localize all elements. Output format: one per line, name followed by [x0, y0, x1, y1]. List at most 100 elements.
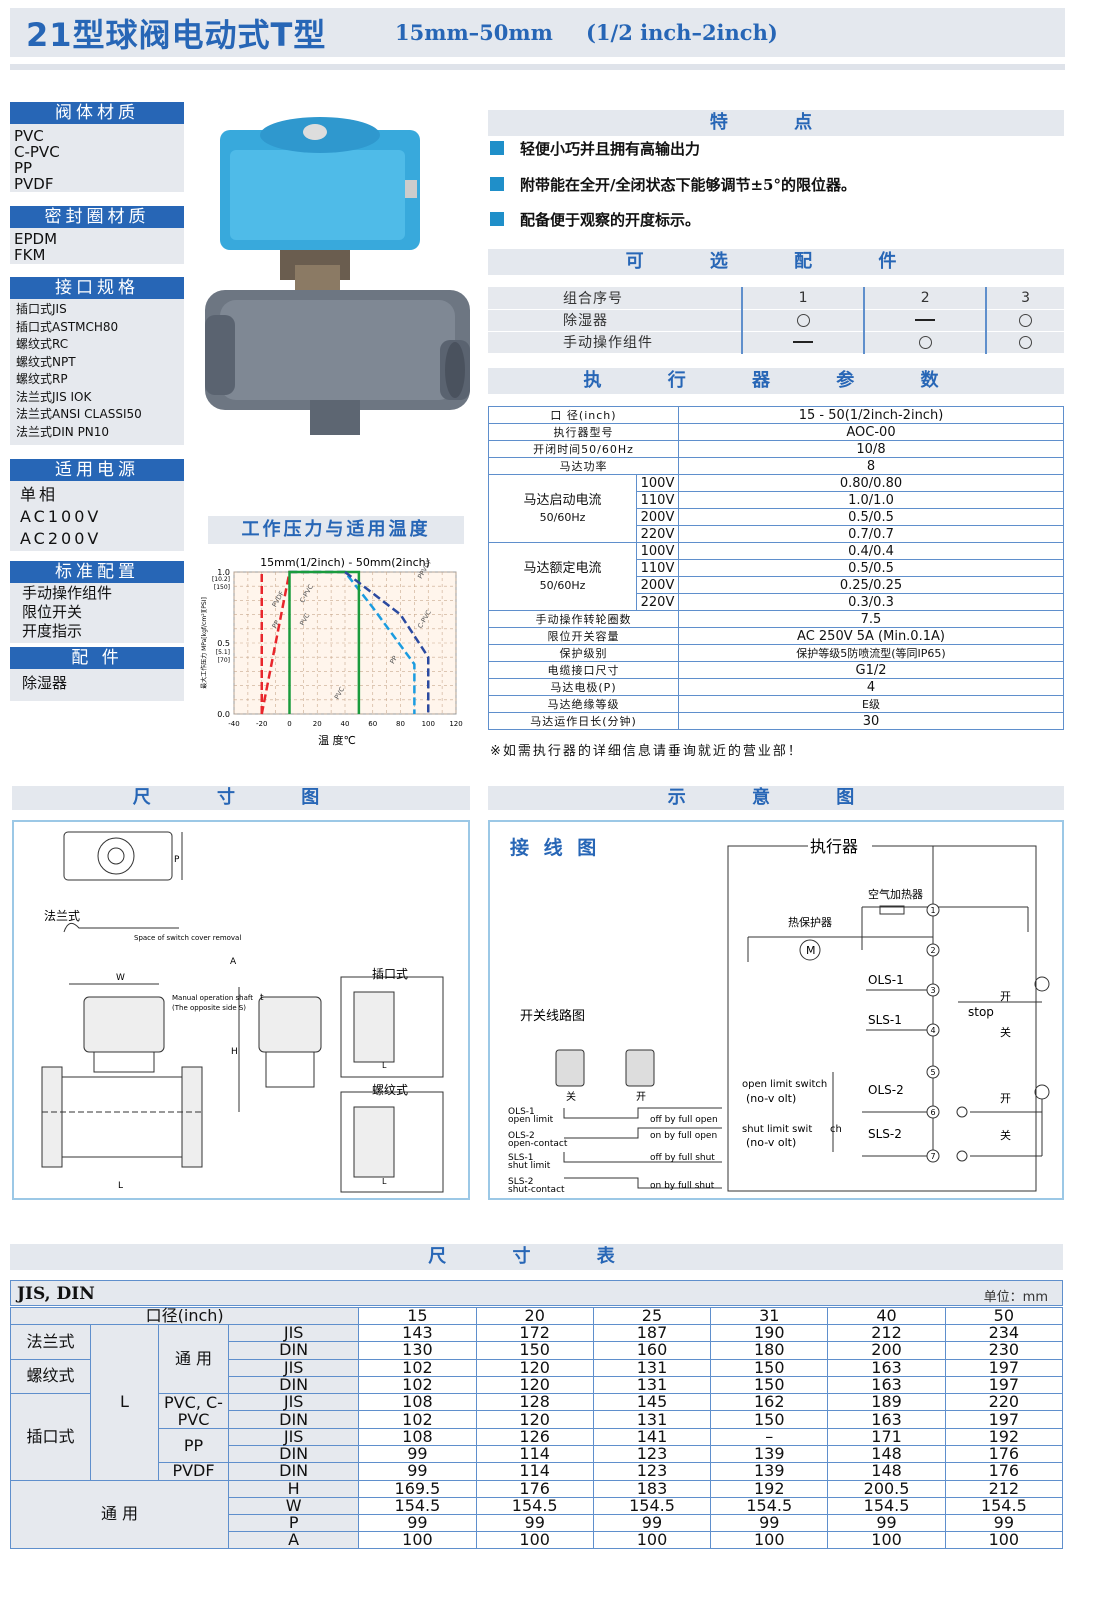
- legend-r: off by full shut: [650, 1153, 715, 1163]
- table-cell: [863, 309, 987, 332]
- legend-b: open limit: [508, 1115, 554, 1125]
- table-cell: 马达电极(P): [488, 678, 679, 696]
- group-label: 法兰式: [10, 1324, 91, 1360]
- series-line-ppvdf: [344, 571, 430, 714]
- ols2-label: OLS-2: [868, 1083, 904, 1097]
- table-cell: 131: [592, 1375, 712, 1394]
- legend-r: on by full open: [650, 1131, 717, 1141]
- x-tick-label: 0: [287, 720, 291, 728]
- legend-r: off by full open: [650, 1115, 718, 1125]
- thermal-label: 热保护器: [788, 915, 832, 929]
- key-cell: H: [227, 1479, 360, 1498]
- table-row: 马达电极(P)4: [488, 678, 1064, 696]
- close-label: 关: [1000, 1128, 1011, 1142]
- chart-title: 15mm(1/2inch) - 50mm(2inch): [260, 556, 430, 569]
- circle-icon: [918, 335, 932, 349]
- feature-item: 配备便于观察的开度标示。: [490, 209, 700, 230]
- group-label: 插口式: [10, 1392, 91, 1481]
- table-cell: 15: [358, 1306, 477, 1326]
- table-cell: 212: [944, 1479, 1064, 1498]
- table-cell: 126: [475, 1427, 594, 1447]
- table-cell: 220V: [636, 593, 679, 611]
- switch-title: 开关线路图: [520, 1008, 585, 1024]
- table-row: 马达运作日长(分钟)30: [488, 712, 1064, 730]
- legend-a: SLS-1: [508, 1153, 533, 1163]
- table-cell: 110V: [636, 559, 679, 577]
- no-volt-label: (no-v olt): [746, 1136, 796, 1149]
- table-cell: 100: [710, 1531, 829, 1550]
- y-tick-label: 0.0: [217, 710, 230, 719]
- table-row: 除湿器: [488, 309, 1064, 332]
- table-cell: 123: [592, 1445, 712, 1464]
- flange-label: 法兰式: [44, 909, 80, 923]
- table-cell: 99: [944, 1513, 1064, 1533]
- connection-box: 插口式JIS 插口式ASTMCH80 螺纹式RC 螺纹式NPT 螺纹式RP 法兰…: [10, 299, 184, 445]
- list-item: 法兰式JIS IOK: [16, 389, 92, 404]
- legend-a: OLS-2: [508, 1131, 535, 1141]
- shut-limit-label: shut limit swit: [742, 1124, 812, 1135]
- table-cell: 148: [827, 1445, 946, 1464]
- actuator-title: 执 行 器 参 数: [488, 368, 1064, 394]
- feature-item: 轻便小巧并且拥有高输出力: [490, 138, 700, 159]
- table-cell: 120: [475, 1375, 594, 1394]
- table-cell: 128: [475, 1392, 594, 1412]
- list-item: AC200V: [20, 529, 102, 548]
- start-current-label: 马达启动电流: [523, 492, 602, 508]
- table-cell: 102: [358, 1358, 477, 1377]
- legend-a: SLS-2: [508, 1177, 533, 1187]
- table-cell: 176: [475, 1479, 594, 1498]
- table-cell: 230: [944, 1341, 1064, 1360]
- table-cell: 148: [827, 1462, 946, 1481]
- table-cell: 163: [827, 1375, 946, 1394]
- table-cell: 口 径(inch): [488, 406, 679, 424]
- bore-label: 口径(inch): [9, 1306, 360, 1326]
- table-cell: 31: [710, 1306, 829, 1326]
- table-cell: 30: [678, 712, 1064, 730]
- bullet-icon: [490, 141, 504, 155]
- std-cell: JIS: [227, 1358, 360, 1377]
- table-cell: 154.5: [592, 1496, 712, 1515]
- std-label: JIS, DIN: [17, 1284, 95, 1304]
- table-cell: 100: [592, 1531, 712, 1550]
- table-cell: 154.5: [944, 1496, 1064, 1515]
- feature-text: 轻便小巧并且拥有高输出力: [520, 140, 701, 158]
- table-cell: 169.5: [358, 1479, 477, 1498]
- dim-w: W: [116, 973, 125, 983]
- dim-drawing: 法兰式 Space of switch cover removal Manual…: [41, 831, 444, 1193]
- node-label: 6: [930, 1108, 935, 1117]
- x-tick-label: 80: [396, 720, 405, 728]
- table-cell: 120: [475, 1410, 594, 1429]
- list-item: 单相: [20, 485, 59, 504]
- bullet-icon: [490, 177, 504, 191]
- opposite-label: (The opposite side S): [172, 1004, 246, 1012]
- sls1-label: SLS-1: [868, 1013, 902, 1027]
- size-range-inch: (1/2 inch–2inch): [586, 20, 778, 45]
- table-cell: 8: [678, 457, 1064, 475]
- table-cell: 马达绝缘等级: [488, 695, 679, 713]
- table-cell: 220V: [636, 525, 679, 543]
- switch-open-label: 开: [636, 1092, 646, 1103]
- open-limit-label: open limit switch: [742, 1079, 827, 1090]
- table-cell: 电缆接口尺寸: [488, 661, 679, 679]
- table-cell: [740, 331, 865, 354]
- table-cell: 99: [358, 1445, 477, 1464]
- table-cell: 0.5/0.5: [678, 559, 1064, 577]
- group-label: 通 用: [10, 1479, 229, 1550]
- dim-table: 口径(inch) 15 20 25 31 40 50 法兰式 L 通 用 JIS…: [9, 1306, 1064, 1550]
- table-cell: –: [710, 1427, 829, 1447]
- feature-text: 配备便于观察的开度标示。: [520, 211, 701, 229]
- legend-b: shut-contact: [508, 1185, 565, 1195]
- unit-label: 单位：mm: [983, 1290, 1048, 1305]
- table-cell: 组合序号: [488, 287, 742, 310]
- std-cell: JIS: [227, 1324, 360, 1343]
- circle-icon: [1019, 313, 1033, 327]
- list-item: 法兰式ANSI CLASSI50: [16, 407, 142, 421]
- x-tick-label: -40: [228, 720, 239, 728]
- list-item: PP: [14, 159, 33, 177]
- std-cell: JIS: [227, 1392, 360, 1412]
